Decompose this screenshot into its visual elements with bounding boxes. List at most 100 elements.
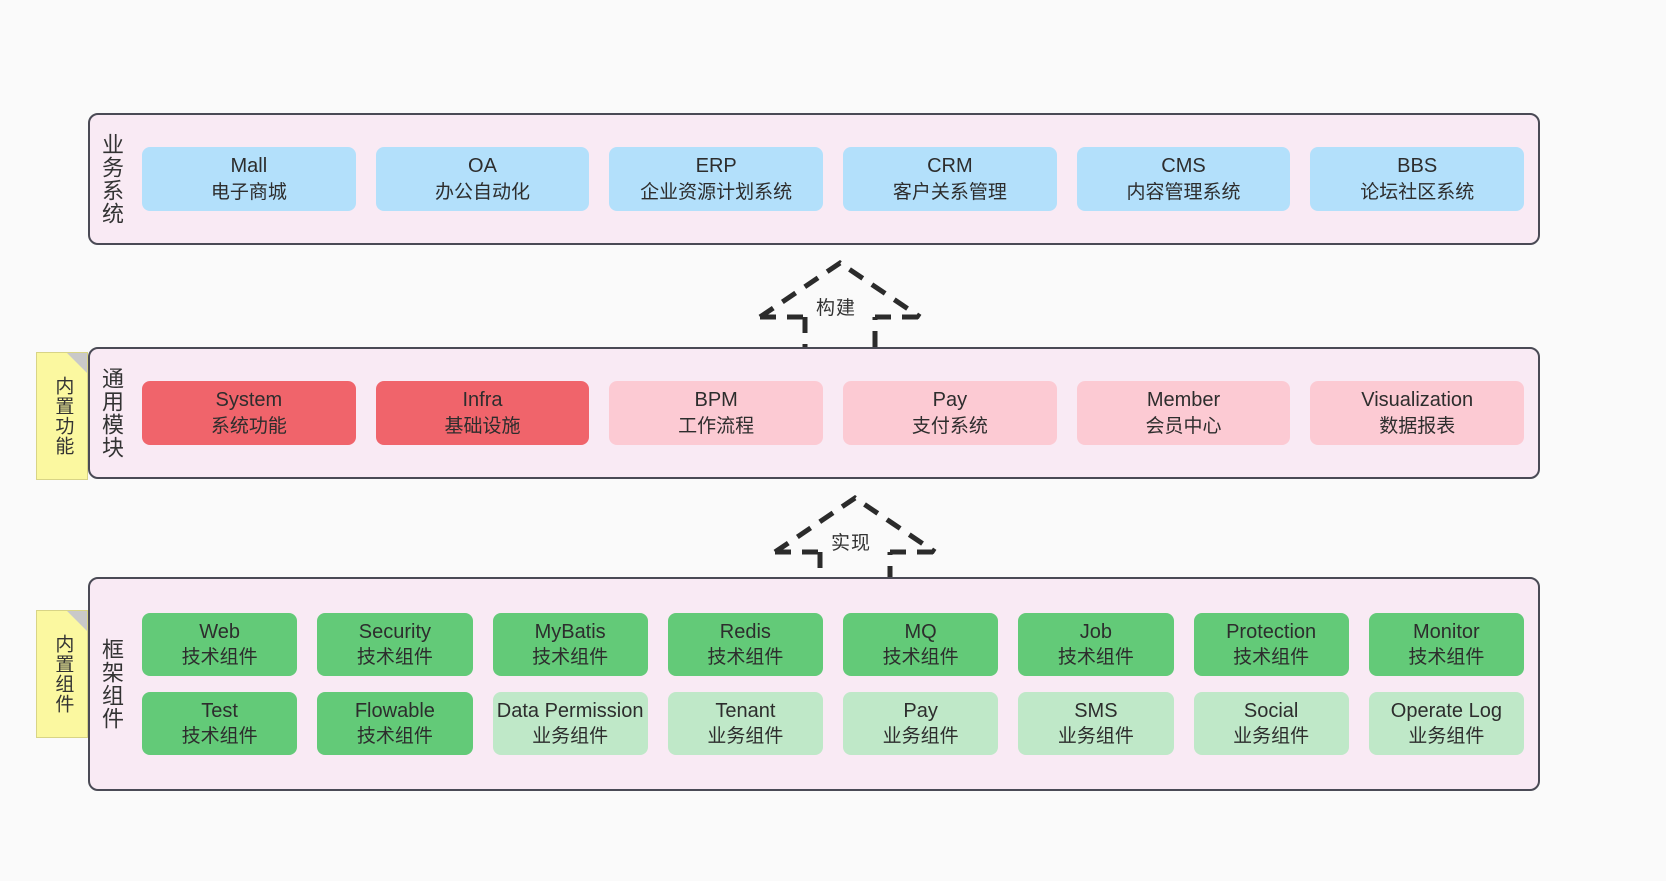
card-row: System 系统功能 Infra 基础设施 BPM 工作流程 Pay 支付系统…: [142, 381, 1525, 445]
card-mall[interactable]: Mall 电子商城: [142, 147, 356, 211]
card-subtitle: 技术组件: [1233, 646, 1310, 668]
card-title: Data Permission: [496, 700, 644, 722]
card-subtitle: 业务组件: [532, 726, 609, 748]
card-bpm[interactable]: BPM 工作流程: [609, 381, 824, 445]
arrow-label-build: 构建: [816, 298, 857, 319]
card-title: MQ: [904, 620, 937, 643]
layer-business-systems[interactable]: 业务系统 Mall 电子商城 OA 办公自动化 ERP 企业资源计划系统 CRM…: [88, 113, 1540, 245]
arrow-build[interactable]: 构建: [750, 255, 930, 355]
card-bbs[interactable]: BBS 论坛社区系统: [1310, 147, 1525, 211]
card-title: System: [215, 389, 283, 412]
note-builtin-component[interactable]: 内置组件: [36, 610, 88, 738]
card-sms[interactable]: SMS 业务组件: [1018, 692, 1174, 756]
card-row: Test 技术组件 Flowable 技术组件 Data Permission …: [142, 692, 1524, 756]
card-test[interactable]: Test 技术组件: [142, 692, 298, 756]
card-security[interactable]: Security 技术组件: [317, 612, 473, 676]
card-title: Member: [1146, 389, 1221, 412]
card-mq[interactable]: MQ 技术组件: [843, 612, 999, 676]
card-pay[interactable]: Pay 支付系统: [843, 381, 1057, 445]
card-subtitle: 技术组件: [1408, 646, 1485, 668]
card-title: Pay: [932, 389, 968, 412]
card-title: Mall: [230, 155, 268, 178]
card-subtitle: 客户关系管理: [892, 181, 1007, 203]
card-subtitle: 技术组件: [181, 726, 258, 748]
card-oa[interactable]: OA 办公自动化: [375, 147, 590, 211]
layer-common-modules[interactable]: 通用模块 System 系统功能 Infra 基础设施 BPM 工作流程 Pay…: [88, 347, 1540, 479]
card-subtitle: 技术组件: [882, 646, 959, 668]
card-title: BBS: [1397, 155, 1438, 178]
card-subtitle: 内容管理系统: [1126, 181, 1241, 203]
card-subtitle: 业务组件: [1408, 726, 1485, 748]
card-monitor[interactable]: Monitor 技术组件: [1368, 612, 1524, 676]
card-title: Web: [199, 620, 240, 643]
layer-title-business: 业务系统: [98, 133, 124, 225]
card-title: Flowable: [354, 700, 435, 722]
card-subtitle: 技术组件: [356, 646, 433, 668]
card-social[interactable]: Social 业务组件: [1193, 692, 1349, 756]
arrow-label-realize: 实现: [831, 533, 872, 554]
card-member[interactable]: Member 会员中心: [1076, 381, 1291, 445]
card-title: CMS: [1161, 155, 1206, 178]
card-title: Protection: [1226, 620, 1317, 643]
layer-framework-components[interactable]: 框架组件 Web 技术组件 Security 技术组件 MyBatis 技术组件…: [88, 577, 1540, 791]
card-subtitle: 支付系统: [911, 415, 988, 437]
card-subtitle: 会员中心: [1145, 415, 1222, 437]
card-web[interactable]: Web 技术组件: [142, 612, 298, 676]
card-title: MyBatis: [534, 620, 606, 643]
card-redis[interactable]: Redis 技术组件: [667, 612, 823, 676]
card-subtitle: 技术组件: [181, 646, 258, 668]
layer-body-framework: Web 技术组件 Security 技术组件 MyBatis 技术组件 Redi…: [132, 579, 1538, 789]
card-title: Social: [1243, 700, 1299, 722]
card-subtitle: 工作流程: [678, 415, 755, 437]
card-title: SMS: [1074, 700, 1118, 722]
card-cms[interactable]: CMS 内容管理系统: [1076, 147, 1291, 211]
card-subtitle: 技术组件: [356, 726, 433, 748]
card-subtitle: 业务组件: [1233, 726, 1310, 748]
card-title: Redis: [719, 620, 771, 643]
card-operate-log[interactable]: Operate Log 业务组件: [1368, 692, 1524, 756]
card-crm[interactable]: CRM 客户关系管理: [843, 147, 1057, 211]
arrow-realize[interactable]: 实现: [765, 490, 945, 590]
card-visualization[interactable]: Visualization 数据报表: [1310, 381, 1525, 445]
card-subtitle: 业务组件: [1057, 726, 1134, 748]
card-subtitle: 技术组件: [707, 646, 784, 668]
card-subtitle: 业务组件: [882, 726, 959, 748]
card-title: Job: [1079, 620, 1112, 643]
card-pay-business[interactable]: Pay 业务组件: [843, 692, 999, 756]
card-mybatis[interactable]: MyBatis 技术组件: [492, 612, 648, 676]
layer-body-common: System 系统功能 Infra 基础设施 BPM 工作流程 Pay 支付系统…: [132, 349, 1538, 477]
card-title: Visualization: [1361, 389, 1474, 412]
card-subtitle: 论坛社区系统: [1360, 181, 1475, 203]
card-title: OA: [468, 155, 497, 178]
layer-title-framework: 框架组件: [98, 638, 124, 730]
card-subtitle: 业务组件: [707, 726, 784, 748]
card-title: CRM: [927, 155, 973, 178]
card-system[interactable]: System 系统功能: [142, 381, 356, 445]
card-row: Mall 电子商城 OA 办公自动化 ERP 企业资源计划系统 CRM 客户关系…: [142, 147, 1525, 211]
card-title: Pay: [903, 700, 938, 722]
card-title: Monitor: [1413, 620, 1480, 643]
card-title: BPM: [694, 389, 738, 412]
card-flowable[interactable]: Flowable 技术组件: [317, 692, 473, 756]
layer-title-common: 通用模块: [98, 367, 124, 459]
card-erp[interactable]: ERP 企业资源计划系统: [609, 147, 824, 211]
card-subtitle: 电子商城: [210, 181, 287, 203]
card-infra[interactable]: Infra 基础设施: [375, 381, 590, 445]
card-subtitle: 系统功能: [210, 415, 287, 437]
card-subtitle: 办公自动化: [435, 181, 531, 203]
note-builtin-function[interactable]: 内置功能: [36, 352, 88, 480]
card-row: Web 技术组件 Security 技术组件 MyBatis 技术组件 Redi…: [142, 612, 1524, 676]
card-title: Tenant: [715, 700, 776, 722]
card-data-permission[interactable]: Data Permission 业务组件: [492, 692, 648, 756]
card-subtitle: 企业资源计划系统: [640, 181, 793, 203]
card-protection[interactable]: Protection 技术组件: [1193, 612, 1349, 676]
card-tenant[interactable]: Tenant 业务组件: [667, 692, 823, 756]
card-title: Security: [358, 620, 431, 643]
card-job[interactable]: Job 技术组件: [1018, 612, 1174, 676]
card-title: ERP: [695, 155, 737, 178]
card-subtitle: 基础设施: [444, 415, 521, 437]
card-subtitle: 数据报表: [1379, 415, 1456, 437]
card-title: Infra: [462, 389, 503, 412]
layer-body-business: Mall 电子商城 OA 办公自动化 ERP 企业资源计划系统 CRM 客户关系…: [132, 115, 1538, 243]
card-subtitle: 技术组件: [1057, 646, 1134, 668]
